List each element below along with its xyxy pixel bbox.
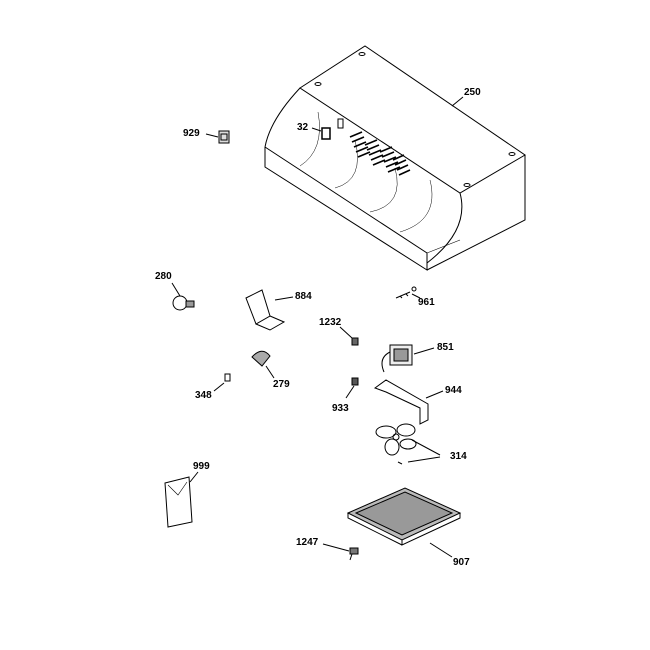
callout-907: 907 bbox=[453, 557, 470, 568]
screw-part[interactable] bbox=[349, 547, 359, 561]
clip-part[interactable] bbox=[224, 373, 231, 382]
callout-929: 929 bbox=[183, 128, 200, 139]
callout-1247: 1247 bbox=[296, 537, 319, 548]
motor-bracket-part[interactable] bbox=[373, 379, 429, 425]
switch-part[interactable] bbox=[218, 130, 230, 144]
callout-279: 279 bbox=[273, 379, 290, 390]
callout-884: 884 bbox=[295, 291, 312, 302]
callout-999: 999 bbox=[193, 461, 210, 472]
callout-851: 851 bbox=[437, 342, 454, 353]
callout-933: 933 bbox=[332, 403, 349, 414]
callout-348: 348 bbox=[195, 390, 212, 401]
grommet-part[interactable] bbox=[351, 377, 359, 386]
fan-blade-part[interactable] bbox=[375, 423, 417, 465]
bulb-part[interactable] bbox=[172, 295, 195, 311]
connector-part[interactable] bbox=[351, 337, 359, 346]
callout-32: 32 bbox=[297, 122, 309, 133]
lamp-bracket-part[interactable] bbox=[245, 289, 286, 331]
callout-961: 961 bbox=[418, 297, 435, 308]
switch-plate-part[interactable] bbox=[321, 127, 331, 140]
vent-slots bbox=[349, 131, 411, 176]
grease-filter-part[interactable] bbox=[346, 487, 462, 546]
callout-280: 280 bbox=[155, 271, 172, 282]
callout-250: 250 bbox=[464, 87, 481, 98]
callout-314: 314 bbox=[450, 451, 467, 462]
hood-part[interactable] bbox=[264, 45, 526, 271]
wire-harness-part[interactable] bbox=[395, 286, 417, 299]
callout-944: 944 bbox=[445, 385, 462, 396]
manual-part[interactable] bbox=[164, 476, 193, 528]
lamp-socket-part[interactable] bbox=[251, 350, 271, 367]
callout-1232: 1232 bbox=[319, 317, 342, 328]
motor-part[interactable] bbox=[381, 344, 413, 373]
